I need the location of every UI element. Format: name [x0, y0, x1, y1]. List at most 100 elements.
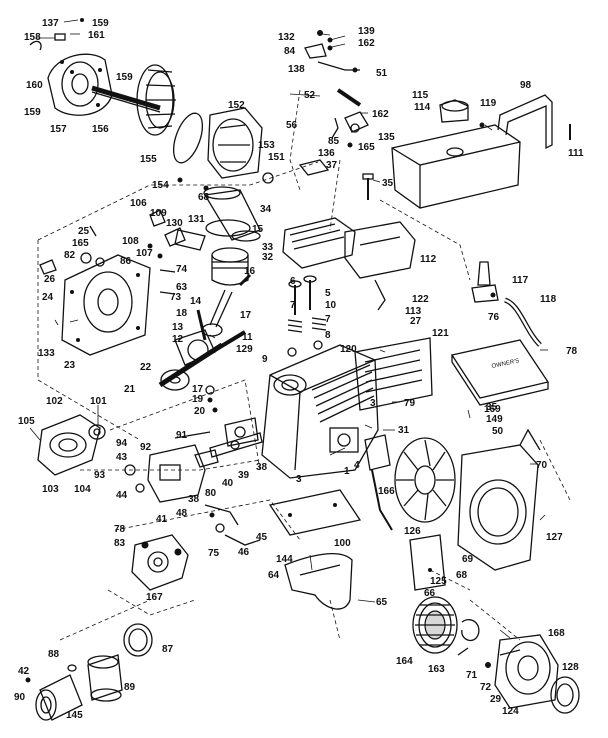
callout-11: 11: [242, 332, 253, 343]
callout-107: 107: [136, 248, 153, 259]
callout-56: 56: [286, 120, 298, 131]
callout-132: 132: [278, 32, 295, 43]
callout-108: 108: [122, 236, 139, 247]
callout-40: 40: [222, 478, 234, 489]
small-hardware-top-left: [29, 18, 209, 191]
callout-124: 124: [502, 706, 519, 717]
callout-111: 111: [568, 148, 584, 159]
manual-booklet: OWNER'S: [450, 339, 550, 406]
flywheel: [394, 437, 456, 523]
callout-126: 126: [404, 526, 421, 537]
armature-shaft: [91, 85, 161, 113]
callout-138: 138: [288, 64, 305, 75]
callout-83: 83: [114, 538, 126, 549]
recoil-starter: [494, 634, 559, 709]
callout-labels: 137 159 158 161 160 159 159 157 156 152 …: [14, 18, 584, 721]
callout-125: 125: [430, 576, 447, 587]
callout-158: 158: [24, 32, 41, 43]
callout-13: 13: [172, 322, 184, 333]
callout-133: 133: [38, 348, 55, 359]
callout-39: 39: [238, 470, 250, 481]
callout-51: 51: [376, 68, 388, 79]
callout-159c: 159: [24, 107, 41, 118]
blower-housing: [457, 428, 541, 571]
callout-38a: 38: [188, 494, 200, 505]
callout-74: 74: [176, 264, 188, 275]
callout-139: 139: [358, 26, 375, 37]
callout-22: 22: [140, 362, 152, 373]
linkage: [204, 504, 261, 546]
intake-pipe: [203, 186, 261, 242]
callout-87: 87: [162, 644, 174, 655]
callout-131: 131: [188, 214, 205, 225]
callout-100: 100: [334, 538, 351, 549]
callout-19: 19: [192, 394, 204, 405]
callout-159: 159: [92, 18, 109, 29]
callout-35a: 35: [382, 178, 394, 189]
tank-bolts: [362, 122, 571, 200]
callout-63: 63: [176, 282, 188, 293]
callout-118: 118: [540, 294, 557, 305]
callout-38b: 38: [256, 462, 268, 473]
fuel-tank: [391, 99, 521, 209]
callout-23: 23: [64, 360, 76, 371]
callout-15: 15: [252, 224, 264, 235]
gear: [160, 369, 190, 391]
silencer: [67, 654, 123, 702]
rotor: [136, 64, 176, 136]
callout-115: 115: [412, 90, 429, 101]
callout-7a: 7: [290, 300, 296, 311]
callout-121: 121: [432, 328, 449, 339]
callout-27: 27: [410, 316, 422, 327]
callout-26a: 26: [44, 274, 56, 285]
callout-101: 101: [90, 396, 107, 407]
callout-130: 130: [166, 218, 183, 229]
callout-109: 109: [150, 208, 167, 219]
callout-151: 151: [268, 152, 285, 163]
magneto-housing: [47, 53, 113, 116]
callout-9: 9: [262, 354, 268, 365]
muffler: [131, 534, 189, 591]
bottom-shroud: [284, 553, 353, 610]
callout-94: 94: [116, 438, 128, 449]
callout-68a: 68: [198, 192, 210, 203]
callout-145: 145: [66, 710, 83, 721]
callout-68b: 68: [456, 570, 468, 581]
governor-lever-assembly: [298, 30, 369, 176]
callout-153: 153: [258, 140, 275, 151]
callout-137: 137: [42, 18, 59, 29]
callout-105: 105: [18, 416, 35, 427]
crankcase-cover: [39, 225, 151, 356]
callout-44: 44: [116, 490, 128, 501]
callout-69: 69: [462, 554, 474, 565]
callout-165b: 165: [72, 238, 89, 249]
callout-162a: 162: [358, 38, 375, 49]
cylinder-block: [261, 344, 379, 479]
callout-114: 114: [414, 102, 431, 113]
callout-1: 1: [344, 466, 350, 477]
callout-144: 144: [276, 554, 293, 565]
callout-152: 152: [228, 100, 245, 111]
connecting-rod: [196, 289, 233, 341]
callout-98: 98: [520, 80, 532, 91]
callout-162b: 162: [372, 109, 389, 120]
callout-24: 24: [42, 292, 54, 303]
callout-50: 50: [492, 426, 504, 437]
callout-93: 93: [94, 470, 106, 481]
callout-106: 106: [130, 198, 147, 209]
callout-165a: 165: [358, 142, 375, 153]
callout-43: 43: [116, 452, 128, 463]
heat-shield: [354, 337, 433, 411]
callout-3a: 3: [370, 398, 376, 409]
callout-163: 163: [428, 664, 445, 675]
callout-86: 86: [120, 256, 132, 267]
ignition-coil: [364, 434, 393, 531]
base-plate: [268, 489, 362, 536]
stator: [207, 107, 274, 184]
exhaust-flange: [123, 623, 153, 657]
callout-160: 160: [26, 80, 43, 91]
callout-3b: 3: [296, 474, 302, 485]
breather-cover: [344, 221, 416, 311]
callout-8: 8: [325, 330, 331, 341]
